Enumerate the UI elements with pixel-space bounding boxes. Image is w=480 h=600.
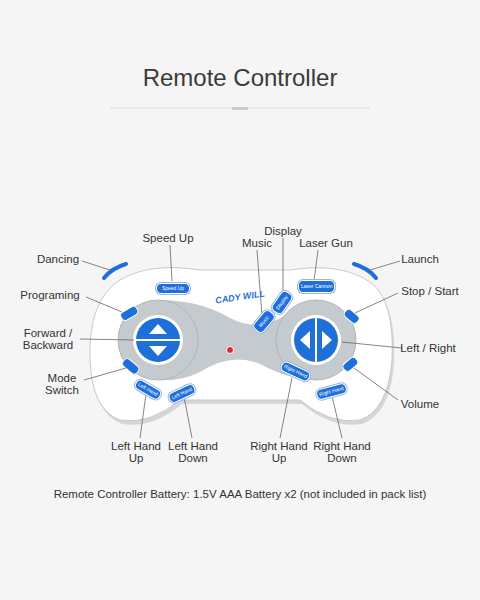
remote-button: Speed Up bbox=[156, 283, 190, 294]
callout-label: Mode Switch bbox=[40, 372, 84, 396]
button-text: Laser Cannon bbox=[299, 284, 334, 290]
remote-button: Laser Cannon bbox=[298, 280, 335, 293]
callout-label: Left Hand Down bbox=[164, 440, 222, 464]
callout-label: Music bbox=[237, 237, 277, 249]
caption-text: Remote Controller Battery: 1.5V AAA Batt… bbox=[0, 488, 480, 500]
button-text: Speed Up bbox=[160, 286, 186, 292]
callout-label: Speed Up bbox=[138, 232, 198, 244]
callout-label: Display bbox=[258, 225, 308, 237]
diagram-title: Remote Controller bbox=[0, 64, 480, 92]
callout-label: Programing bbox=[15, 289, 85, 301]
callout-label: Stop / Start bbox=[395, 285, 465, 297]
callout-label: Left / Right bbox=[398, 342, 458, 354]
callout-label: Volume bbox=[395, 398, 445, 410]
callout-label: Forward / Backward bbox=[15, 327, 81, 351]
callout-label: Laser Gun bbox=[296, 237, 356, 249]
callout-label: Right Hand Down bbox=[311, 440, 373, 464]
callout-label: Launch bbox=[395, 253, 445, 265]
callout-label: Dancing bbox=[28, 253, 88, 265]
callout-label: Left Hand Up bbox=[107, 440, 165, 464]
callout-label: Right Hand Up bbox=[248, 440, 310, 464]
